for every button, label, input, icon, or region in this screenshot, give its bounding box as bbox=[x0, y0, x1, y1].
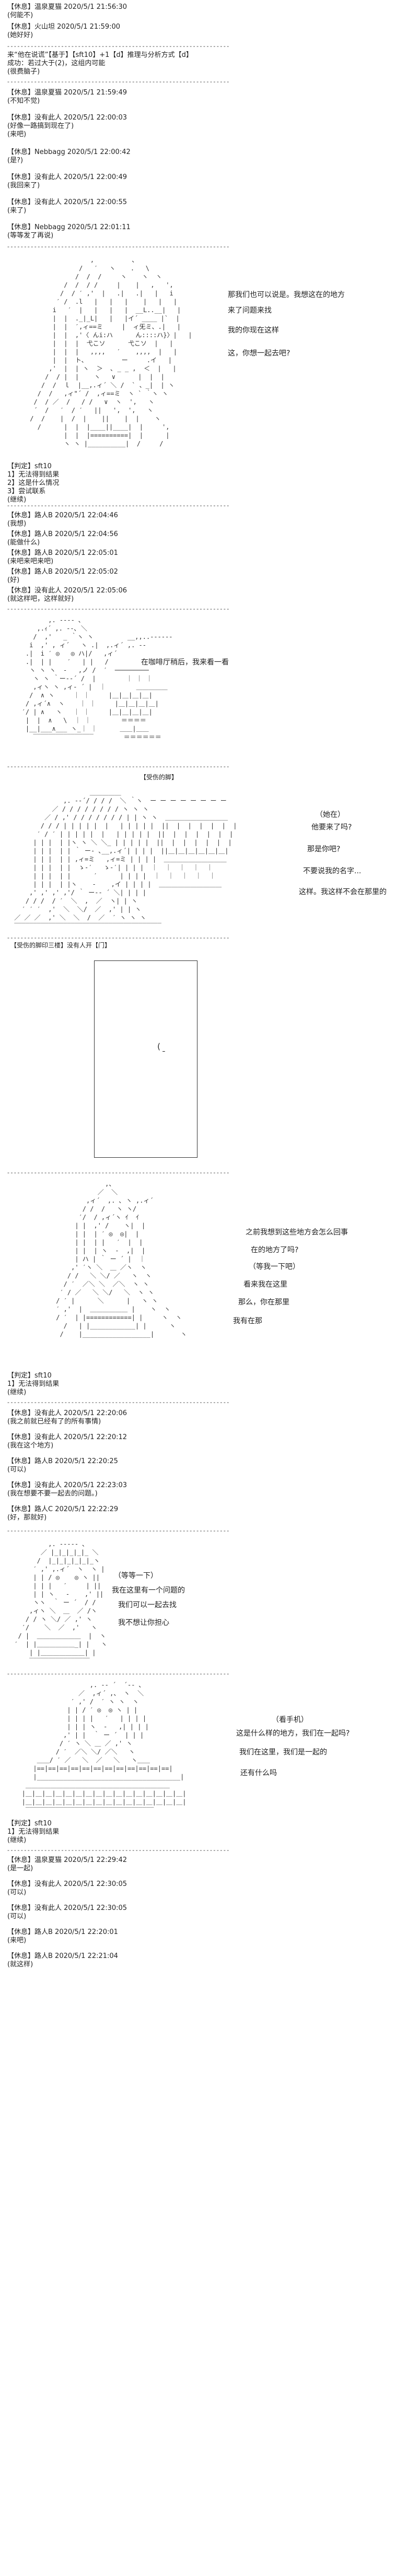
ascii-art-figure: ,. --‐‐‐ ､ ／ |_|_|_|_|_ ＼ / |_|_|_|_|_|_… bbox=[14, 1540, 108, 1665]
dialogue-line: 这是什么样的地方，我们在一起吗? bbox=[236, 1729, 350, 1738]
dialogue-line: 这，你想一起去吧? bbox=[228, 349, 290, 358]
dialogue-line: 我不想让你担心 bbox=[118, 1619, 169, 1627]
dialogue-line: （等等一下） bbox=[114, 1572, 158, 1580]
dialogue-line: 不要说我的名字... bbox=[303, 867, 362, 875]
ascii-art-figure: , 、 / ′ ヽ . \ / / / ヽ ヽ ヽ / / / / | | , … bbox=[30, 256, 192, 447]
post: 【休息】路人B 2020/5/1 22:04:46 (我想) bbox=[7, 512, 118, 528]
dialogue-line: 这样。我这样不会在那里的 bbox=[299, 888, 387, 896]
post: 来“他在说谎”【基于】【sft10】+1【d】推理与分析方式【d】 成功：若过大… bbox=[7, 51, 193, 76]
post: 【休息】路人B 2020/5/1 22:05:01 (来吧来吧来吧) bbox=[7, 549, 118, 565]
divider: - - - - - - - - - - - - - - - - - - - - … bbox=[7, 1847, 229, 1854]
scene-label: 【受伤的脚】 bbox=[140, 774, 178, 781]
dialogue-line: 我们可以一起去找 bbox=[118, 1601, 177, 1609]
post: 【休息】路人B 2020/5/1 22:05:02 (好) bbox=[7, 568, 118, 584]
dialogue-line: 我在这里有一个问题的 bbox=[112, 1586, 185, 1595]
dialogue-line: 他要来了吗? bbox=[311, 823, 352, 832]
post: 【休息】没有此人 2020/5/1 22:00:03 (好像一路搞到现在了) (… bbox=[7, 114, 127, 138]
post: 【休息】路人B 2020/5/1 22:20:25 (可以) bbox=[7, 1457, 118, 1474]
dialogue-line: 还有什么吗 bbox=[240, 1769, 277, 1777]
scene-label: 【受伤的脚印三楼】没有人开【门】 bbox=[10, 942, 111, 949]
dialogue-line: （她在） bbox=[316, 811, 345, 819]
post: 【休息】没有此人 2020/5/1 22:00:49 (我回来了) bbox=[7, 173, 127, 189]
dialogue-line: 那我们也可以说是。我想这在的地方 bbox=[228, 291, 345, 299]
dialogue-line: 在咖啡厅稍后，我来看一看 bbox=[141, 658, 229, 667]
post: 【休息】Nebbagg 2020/5/1 22:01:11 (等等发了再说) bbox=[7, 223, 131, 240]
divider: - - - - - - - - - - - - - - - - - - - - … bbox=[7, 1670, 229, 1677]
post: 【休息】没有此人 2020/5/1 22:20:06 (我之前就已经有了的所有事… bbox=[7, 1409, 127, 1426]
narration: 【判定】sft10 1】无法得到结果 (继续) bbox=[7, 1820, 60, 1844]
post: 【休息】路人B 2020/5/1 22:20:01 (来吧) bbox=[7, 1928, 118, 1944]
divider: - - - - - - - - - - - - - - - - - - - - … bbox=[7, 78, 229, 85]
dialogue-line: 在的地方了吗? bbox=[251, 1246, 299, 1254]
dialogue-line: 之前我想到这些地方会怎么回事 bbox=[246, 1228, 348, 1237]
dialogue-line: 那是你吧? bbox=[307, 845, 341, 853]
ascii-art-figure: ,、 ／ ＼ ,ィ´ ,. ､ ヽ ,.ィ´ / / / ヽ ヽ/ ′/ / ,… bbox=[56, 1180, 187, 1338]
post: 【休息】Nebbagg 2020/5/1 22:00:42 (是?) bbox=[7, 148, 131, 164]
narration: 【判定】sft10 1】无法得到结果 2】这是什么情况 3】尝试联系 (继续) bbox=[7, 462, 60, 504]
post: 【休息】没有此人 2020/5/1 22:00:55 (来了) bbox=[7, 198, 127, 215]
dialogue-line: 我的你现在这样 bbox=[228, 326, 279, 335]
dialogue-line: 看来我在这里 bbox=[243, 1280, 287, 1289]
dialogue-line: 我们在这里，我们是一起的 bbox=[239, 1748, 327, 1756]
door-handle: ( ˉ bbox=[156, 1041, 167, 1060]
divider: - - - - - - - - - - - - - - - - - - - - … bbox=[7, 43, 229, 50]
post: 【休息】没有此人 2020/5/1 22:30:05 (可以) bbox=[7, 1880, 127, 1896]
divider: - - - - - - - - - - - - - - - - - - - - … bbox=[7, 502, 229, 509]
post: 【休息】路人C 2020/5/1 22:22:29 (好，那就好) bbox=[7, 1505, 119, 1522]
dialogue-line: 那么，你在那里 bbox=[238, 1298, 289, 1307]
post: 【休息】没有此人 2020/5/1 22:23:03 (我在想要不要一起去的问题… bbox=[7, 1481, 127, 1498]
narration: 【判定】sft10 1】无法得到结果 (继续) bbox=[7, 1372, 60, 1396]
dialogue-line: 我有在那 bbox=[233, 1317, 262, 1325]
divider: - - - - - - - - - - - - - - - - - - - - … bbox=[7, 934, 229, 941]
dialogue-line: （看手机） bbox=[272, 1716, 308, 1724]
ascii-art-figure: ,. -‐-- ､ ,.ｨ´ ,. ‐-､ ＼ / ,' _ ｀ヽ ヽ __,,… bbox=[21, 616, 173, 741]
post: 【休息】没有此人 2020/5/1 22:30:05 (可以) bbox=[7, 1904, 127, 1920]
dialogue-line: 来了问题来找 bbox=[228, 306, 272, 315]
post: 【休息】火山坦 2020/5/1 21:59:00 (她好好) bbox=[7, 23, 121, 39]
post: 【休息】没有此人 2020/5/1 22:05:06 (就这样吧，这样就好) bbox=[7, 587, 127, 603]
divider: - - - - - - - - - - - - - - - - - - - - … bbox=[7, 1169, 229, 1176]
post: 【休息】路人B 2020/5/1 22:21:04 (就这样) bbox=[7, 1952, 118, 1968]
divider: - - - - - - - - - - - - - - - - - - - - … bbox=[7, 243, 229, 250]
divider: - - - - - - - - - - - - - - - - - - - - … bbox=[7, 606, 229, 612]
divider: - - - - - - - - - - - - - - - - - - - - … bbox=[7, 1527, 229, 1534]
door-drawing: ( ˉ bbox=[94, 960, 197, 1158]
dialogue-line: （等我一下吧） bbox=[249, 1263, 300, 1271]
post: 【休息】温泉夏猫 2020/5/1 22:29:42 (是一起) bbox=[7, 1856, 127, 1872]
divider: - - - - - - - - - - - - - - - - - - - - … bbox=[7, 1399, 229, 1406]
ascii-art-figure: ＿＿＿＿＿ ,. -‐´/ / / / ＼ ｀ヽ ー ー ー ー ー ー ー ー… bbox=[14, 789, 237, 930]
post: 【休息】温泉夏猫 2020/5/1 21:59:49 (不知不觉) bbox=[7, 89, 127, 105]
ascii-art-figure: ,. -‐ ´ ´‐- ､ ／ ,ィ´ ,、 ヽ ＼ ′ ,' / ′ ヽ ヽ … bbox=[21, 1681, 187, 1814]
post: 【休息】温泉夏猫 2020/5/1 21:56:30 (何能不) bbox=[7, 3, 127, 19]
post: 【休息】路人B 2020/5/1 22:04:56 (能做什么) bbox=[7, 530, 118, 547]
divider: - - - - - - - - - - - - - - - - - - - - … bbox=[7, 763, 229, 770]
post: 【休息】没有此人 2020/5/1 22:20:12 (我在这个地方) bbox=[7, 1433, 127, 1450]
